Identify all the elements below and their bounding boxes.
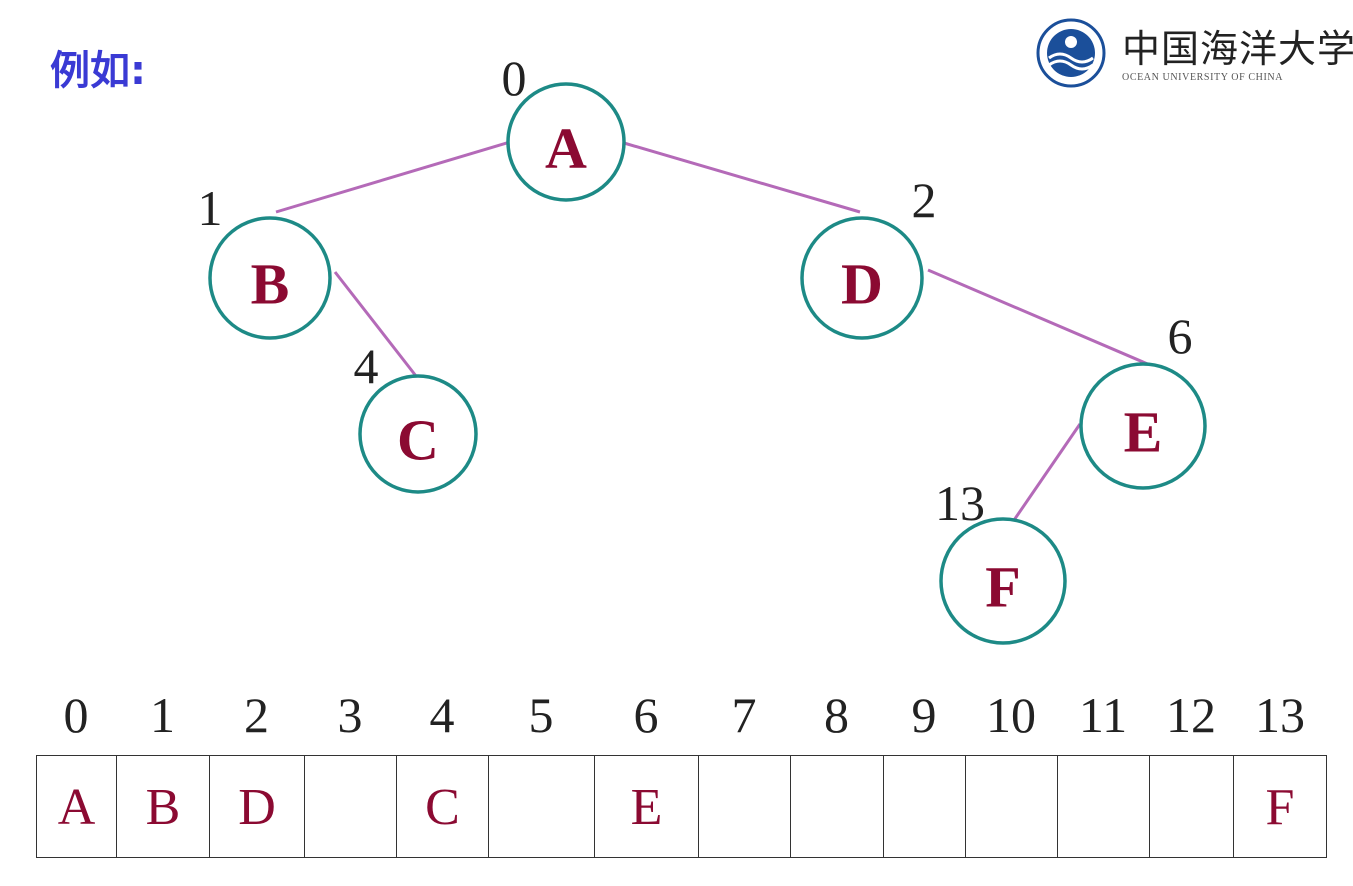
edge-a-b <box>275 140 511 214</box>
tree-node-f: F 13 <box>935 475 1067 645</box>
tree-node-e: E 6 <box>1079 308 1207 490</box>
array-index: 13 <box>1255 687 1305 743</box>
logo-chinese-name: 中国海洋大学 <box>1122 27 1353 71</box>
array-cell <box>304 755 396 858</box>
tree-node-c: C 4 <box>354 338 478 494</box>
tree-node-d: D 2 <box>800 172 937 340</box>
array-cell <box>488 755 594 858</box>
array-cell: C <box>396 755 488 858</box>
array-index: 7 <box>731 687 757 743</box>
array-index: 1 <box>150 687 175 743</box>
array-index: 11 <box>1078 687 1128 743</box>
array-cell <box>883 755 965 858</box>
tree-node-a: A 0 <box>502 50 626 202</box>
binary-tree-diagram: A 0 B 1 D 2 C 4 E 6 F 13 <box>198 50 1207 645</box>
edge-b-c <box>333 271 418 377</box>
node-label-a: A <box>545 116 587 181</box>
edge-e-f <box>1008 423 1082 527</box>
array-cell: B <box>116 755 209 858</box>
array-index: 9 <box>911 687 937 743</box>
array-index: 4 <box>429 687 455 743</box>
array-index: 6 <box>633 687 659 743</box>
array-index: 2 <box>244 687 269 743</box>
node-label-e: E <box>1124 400 1163 465</box>
node-index-c: 4 <box>354 338 379 394</box>
node-label-b: B <box>251 252 290 317</box>
node-index-b: 1 <box>198 180 223 236</box>
array-cell: D <box>209 755 304 858</box>
node-label-f: F <box>985 555 1020 620</box>
array-index: 5 <box>528 687 554 743</box>
array-cell: A <box>36 755 116 858</box>
node-label-c: C <box>397 408 439 473</box>
array-cell: E <box>594 755 698 858</box>
array-cell: F <box>1233 755 1327 858</box>
array-index: 3 <box>337 687 363 743</box>
array-cell <box>1057 755 1149 858</box>
array-index: 0 <box>63 687 89 743</box>
node-index-f: 13 <box>935 475 985 531</box>
node-index-d: 2 <box>912 172 937 228</box>
array-index: 12 <box>1166 687 1216 743</box>
logo-english-name: OCEAN UNIVERSITY OF CHINA <box>1122 72 1284 83</box>
emblem-icon <box>1036 18 1106 88</box>
node-index-e: 6 <box>1168 308 1193 364</box>
array-index: 8 <box>824 687 849 743</box>
edge-a-d <box>623 141 861 214</box>
array-index: 10 <box>986 687 1036 743</box>
node-label-d: D <box>841 252 883 317</box>
edge-d-e <box>927 268 1151 367</box>
array-cell <box>965 755 1057 858</box>
array-cell <box>698 755 790 858</box>
node-index-a: 0 <box>502 50 527 106</box>
array-cell <box>1149 755 1233 858</box>
heading: 例如: <box>50 48 146 94</box>
tree-node-b: B 1 <box>198 180 332 340</box>
tree-edges <box>275 140 1151 527</box>
array-cell <box>790 755 883 858</box>
university-logo: 中国海洋大学 OCEAN UNIVERSITY OF CHINA <box>1030 14 1353 94</box>
